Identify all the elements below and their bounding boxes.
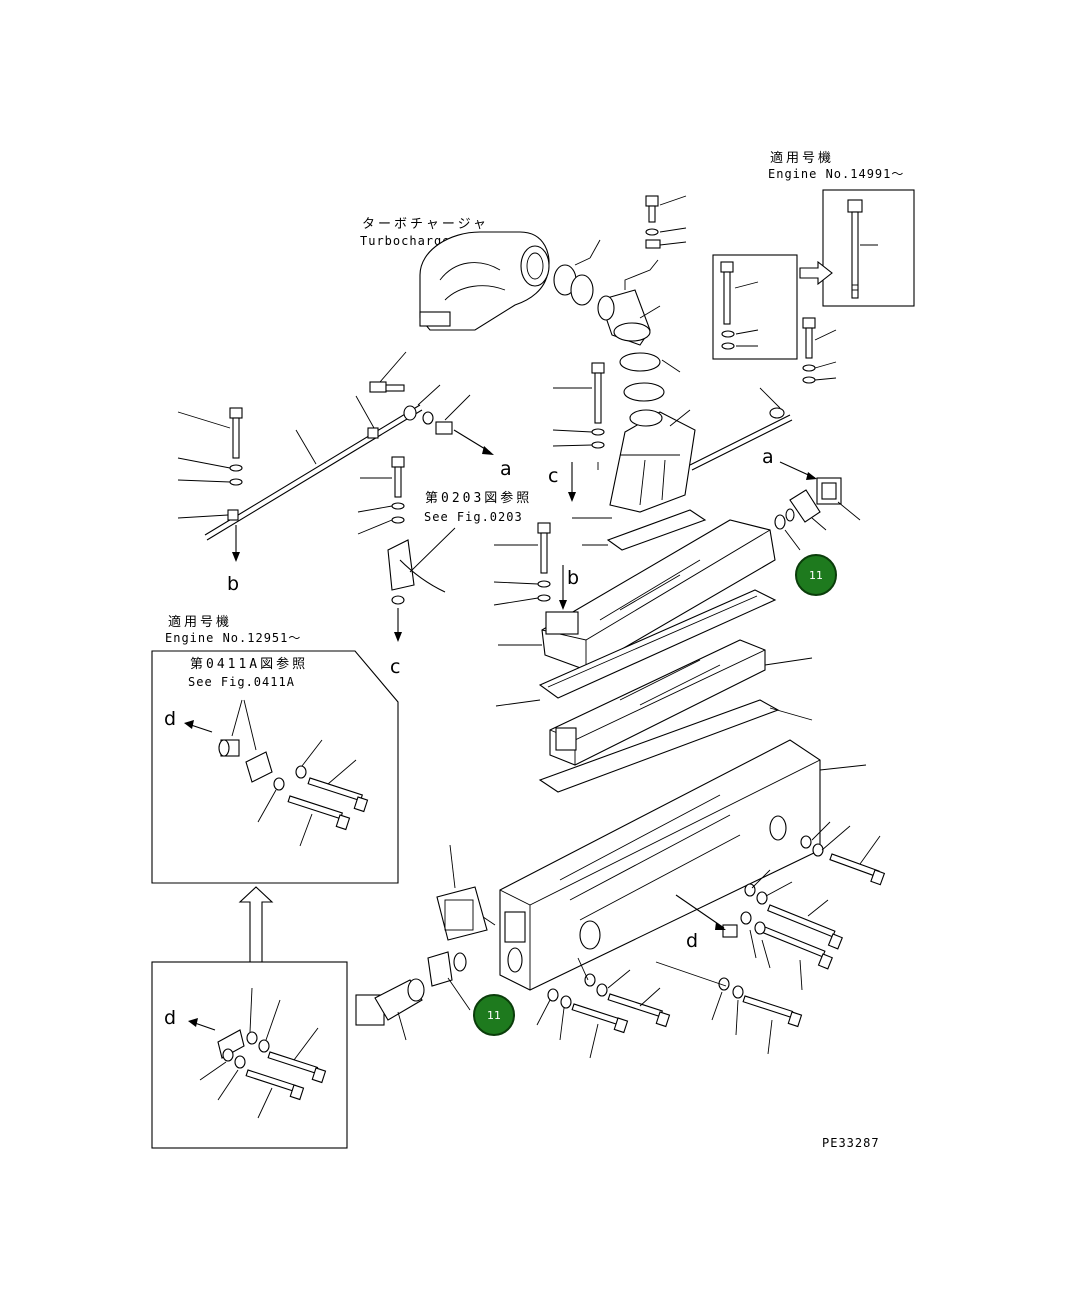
turbocharger-label-jp: ターボチャージャ <box>362 217 489 232</box>
callout-c-center: c <box>548 465 558 487</box>
callout-c-left: c <box>390 656 400 678</box>
ref-fig-0411a-en: See Fig.0411A <box>188 675 295 689</box>
callout-a-right: a <box>762 446 774 468</box>
serial-top-label-en: Engine No.14991～ <box>768 167 904 181</box>
turbocharger-icon <box>419 231 550 331</box>
part-marker-lower[interactable]: 11 <box>473 994 515 1036</box>
part-marker-upper-label: 11 <box>809 569 823 582</box>
gasket-pipe <box>582 509 707 551</box>
gasket-2 <box>538 699 813 793</box>
ref-fig-0203-jp: 第0203図参照 <box>425 490 532 506</box>
up-arrow <box>238 886 274 962</box>
turbocharger-label-en: Turbocharger <box>360 234 459 248</box>
ref-fig-0411a-jp: 第0411A図参照 <box>190 656 308 672</box>
detail-box-upper <box>151 650 399 884</box>
serial-left-label-jp: 適用号機 <box>168 614 232 630</box>
bolt-right-upper <box>802 317 837 384</box>
o-ring-pair-mid <box>619 352 681 402</box>
aftercooler-housing <box>457 739 867 991</box>
part-marker-lower-label: 11 <box>487 1009 501 1022</box>
callout-d-box2: d <box>164 1007 176 1029</box>
inset-arrow <box>799 260 833 286</box>
bolt-upper-manifold <box>493 522 567 610</box>
callout-d-box1: d <box>164 708 176 730</box>
flange-a <box>774 461 861 551</box>
bolt-rod-top <box>369 351 407 393</box>
rod-assembly-left <box>204 384 494 541</box>
bolt-left-long <box>177 407 243 562</box>
intake-manifold-upper <box>498 519 776 671</box>
bolt-center <box>552 362 605 449</box>
detail-box-lower <box>151 961 348 1149</box>
inset-bolt-bracket <box>712 254 798 360</box>
elbow-connector <box>597 259 661 346</box>
aftercooler-core <box>549 639 813 766</box>
serial-left-label-en: Engine No.12951～ <box>165 631 301 645</box>
callout-d-main: d <box>686 930 698 952</box>
gasket-housing-left <box>436 844 488 941</box>
serial-top-label-jp: 適用号機 <box>770 150 834 166</box>
part-marker-upper[interactable]: 11 <box>795 554 837 596</box>
bolt-set-lower-right <box>675 821 886 991</box>
callout-a-upper: a <box>500 458 512 480</box>
figure-id: PE33287 <box>822 1136 880 1150</box>
small-bolt-top <box>645 195 687 249</box>
callout-b-center: b <box>567 567 579 589</box>
bolt-set-lower-center <box>536 957 803 1059</box>
intake-pipe <box>609 409 696 513</box>
bolt-sensor-bracket <box>357 456 456 642</box>
outlet-elbow <box>355 951 471 1041</box>
pipe-line-upper <box>689 387 793 471</box>
inset-bolt-long <box>822 189 915 307</box>
o-ring-pair-upper <box>553 239 601 306</box>
ref-fig-0203-en: See Fig.0203 <box>424 510 523 524</box>
gasket-1 <box>495 589 777 707</box>
arrow-c-center <box>568 462 612 519</box>
callout-b-left: b <box>227 573 239 595</box>
